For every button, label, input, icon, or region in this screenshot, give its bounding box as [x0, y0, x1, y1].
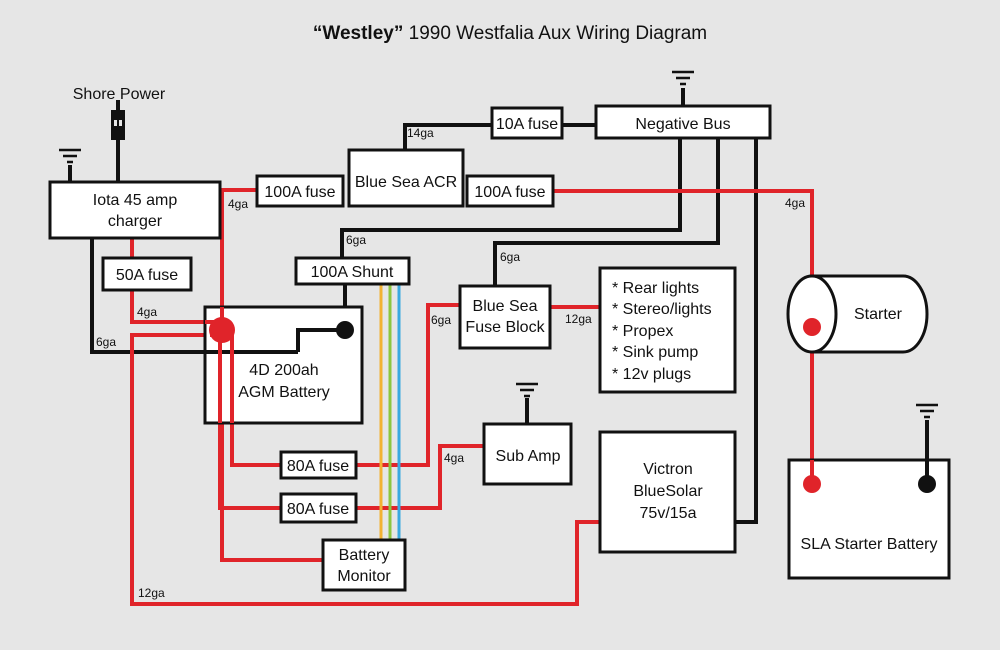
- plug-icon: [111, 110, 125, 140]
- svg-text:75v/15a: 75v/15a: [640, 505, 697, 522]
- battery-positive-terminal: [209, 317, 235, 343]
- svg-text:Fuse Block: Fuse Block: [465, 319, 545, 336]
- battery-negative-terminal: [336, 321, 354, 339]
- battery-monitor-box: Battery Monitor: [321, 538, 407, 592]
- svg-text:* Rear lights: * Rear lights: [612, 280, 699, 297]
- starter-positive-terminal: [803, 318, 821, 336]
- ground-icon: [516, 382, 538, 398]
- gauge-labels: 14ga 4ga 4ga 6ga 6ga 4ga 6ga 6ga 12ga 4g…: [96, 126, 805, 600]
- svg-text:10A fuse: 10A fuse: [496, 116, 558, 133]
- svg-text:100A fuse: 100A fuse: [474, 184, 545, 201]
- fuse-80a-top-box: 80A fuse: [279, 450, 358, 480]
- svg-text:12ga: 12ga: [138, 586, 165, 600]
- svg-text:BlueSolar: BlueSolar: [633, 483, 703, 500]
- shunt-box: 100A Shunt: [294, 256, 411, 286]
- sub-amp-box: Sub Amp: [482, 422, 573, 486]
- svg-text:6ga: 6ga: [431, 313, 451, 327]
- fuse-100a-right-box: 100A fuse: [465, 174, 555, 208]
- svg-text:Monitor: Monitor: [337, 568, 391, 585]
- svg-text:SLA Starter Battery: SLA Starter Battery: [801, 536, 938, 553]
- svg-text:* Propex: * Propex: [612, 323, 673, 340]
- svg-text:6ga: 6ga: [500, 250, 520, 264]
- svg-text:Iota 45 amp: Iota 45 amp: [93, 192, 178, 209]
- svg-text:* Sink pump: * Sink pump: [612, 344, 698, 361]
- svg-text:Starter: Starter: [854, 306, 903, 323]
- svg-text:charger: charger: [108, 213, 163, 230]
- fuse-100a-left-box: 100A fuse: [255, 174, 345, 208]
- svg-text:4ga: 4ga: [785, 196, 805, 210]
- svg-text:100A fuse: 100A fuse: [264, 184, 335, 201]
- svg-text:80A fuse: 80A fuse: [287, 458, 349, 475]
- ground-icon: [916, 403, 938, 419]
- svg-text:AGM Battery: AGM Battery: [238, 384, 330, 401]
- charger-box: Iota 45 amp charger: [48, 180, 222, 240]
- svg-text:50A fuse: 50A fuse: [116, 267, 178, 284]
- svg-text:4ga: 4ga: [228, 197, 248, 211]
- fuse-50a-box: 50A fuse: [101, 256, 193, 292]
- shunt-sense-wires: [379, 284, 401, 540]
- svg-text:Blue Sea: Blue Sea: [473, 298, 538, 315]
- svg-text:80A fuse: 80A fuse: [287, 501, 349, 518]
- starter-cylinder: Starter: [786, 274, 929, 354]
- svg-text:6ga: 6ga: [96, 335, 116, 349]
- fuse-80a-bottom-box: 80A fuse: [279, 492, 358, 524]
- svg-text:4ga: 4ga: [137, 305, 157, 319]
- fuse-block-box: Blue Sea Fuse Block: [458, 284, 552, 350]
- shore-power-label: Shore Power: [73, 86, 166, 103]
- svg-text:12ga: 12ga: [565, 312, 592, 326]
- diagram-title: “Westley” 1990 Westfalia Aux Wiring Diag…: [313, 23, 707, 44]
- ground-icon: [672, 70, 694, 86]
- svg-text:14ga: 14ga: [407, 126, 434, 140]
- svg-text:Victron: Victron: [643, 461, 693, 478]
- svg-text:4ga: 4ga: [444, 451, 464, 465]
- sla-negative-terminal: [918, 475, 936, 493]
- sla-positive-terminal: [803, 475, 821, 493]
- svg-text:* 12v plugs: * 12v plugs: [612, 366, 691, 383]
- svg-text:Blue Sea ACR: Blue Sea ACR: [355, 174, 457, 191]
- ground-icon: [59, 148, 81, 164]
- svg-text:Battery: Battery: [339, 547, 390, 564]
- svg-text:Negative Bus: Negative Bus: [635, 116, 730, 133]
- loads-box: * Rear lights * Stereo/lights * Propex *…: [598, 266, 737, 394]
- acr-box: Blue Sea ACR: [347, 148, 465, 208]
- svg-text:6ga: 6ga: [346, 233, 366, 247]
- svg-text:Sub Amp: Sub Amp: [496, 448, 561, 465]
- svg-text:4D 200ah: 4D 200ah: [249, 362, 318, 379]
- negative-bus-box: Negative Bus: [594, 104, 772, 140]
- svg-text:* Stereo/lights: * Stereo/lights: [612, 301, 712, 318]
- fuse-10a-box: 10A fuse: [490, 106, 564, 140]
- victron-box: Victron BlueSolar 75v/15a: [598, 430, 737, 554]
- svg-text:100A Shunt: 100A Shunt: [311, 264, 394, 281]
